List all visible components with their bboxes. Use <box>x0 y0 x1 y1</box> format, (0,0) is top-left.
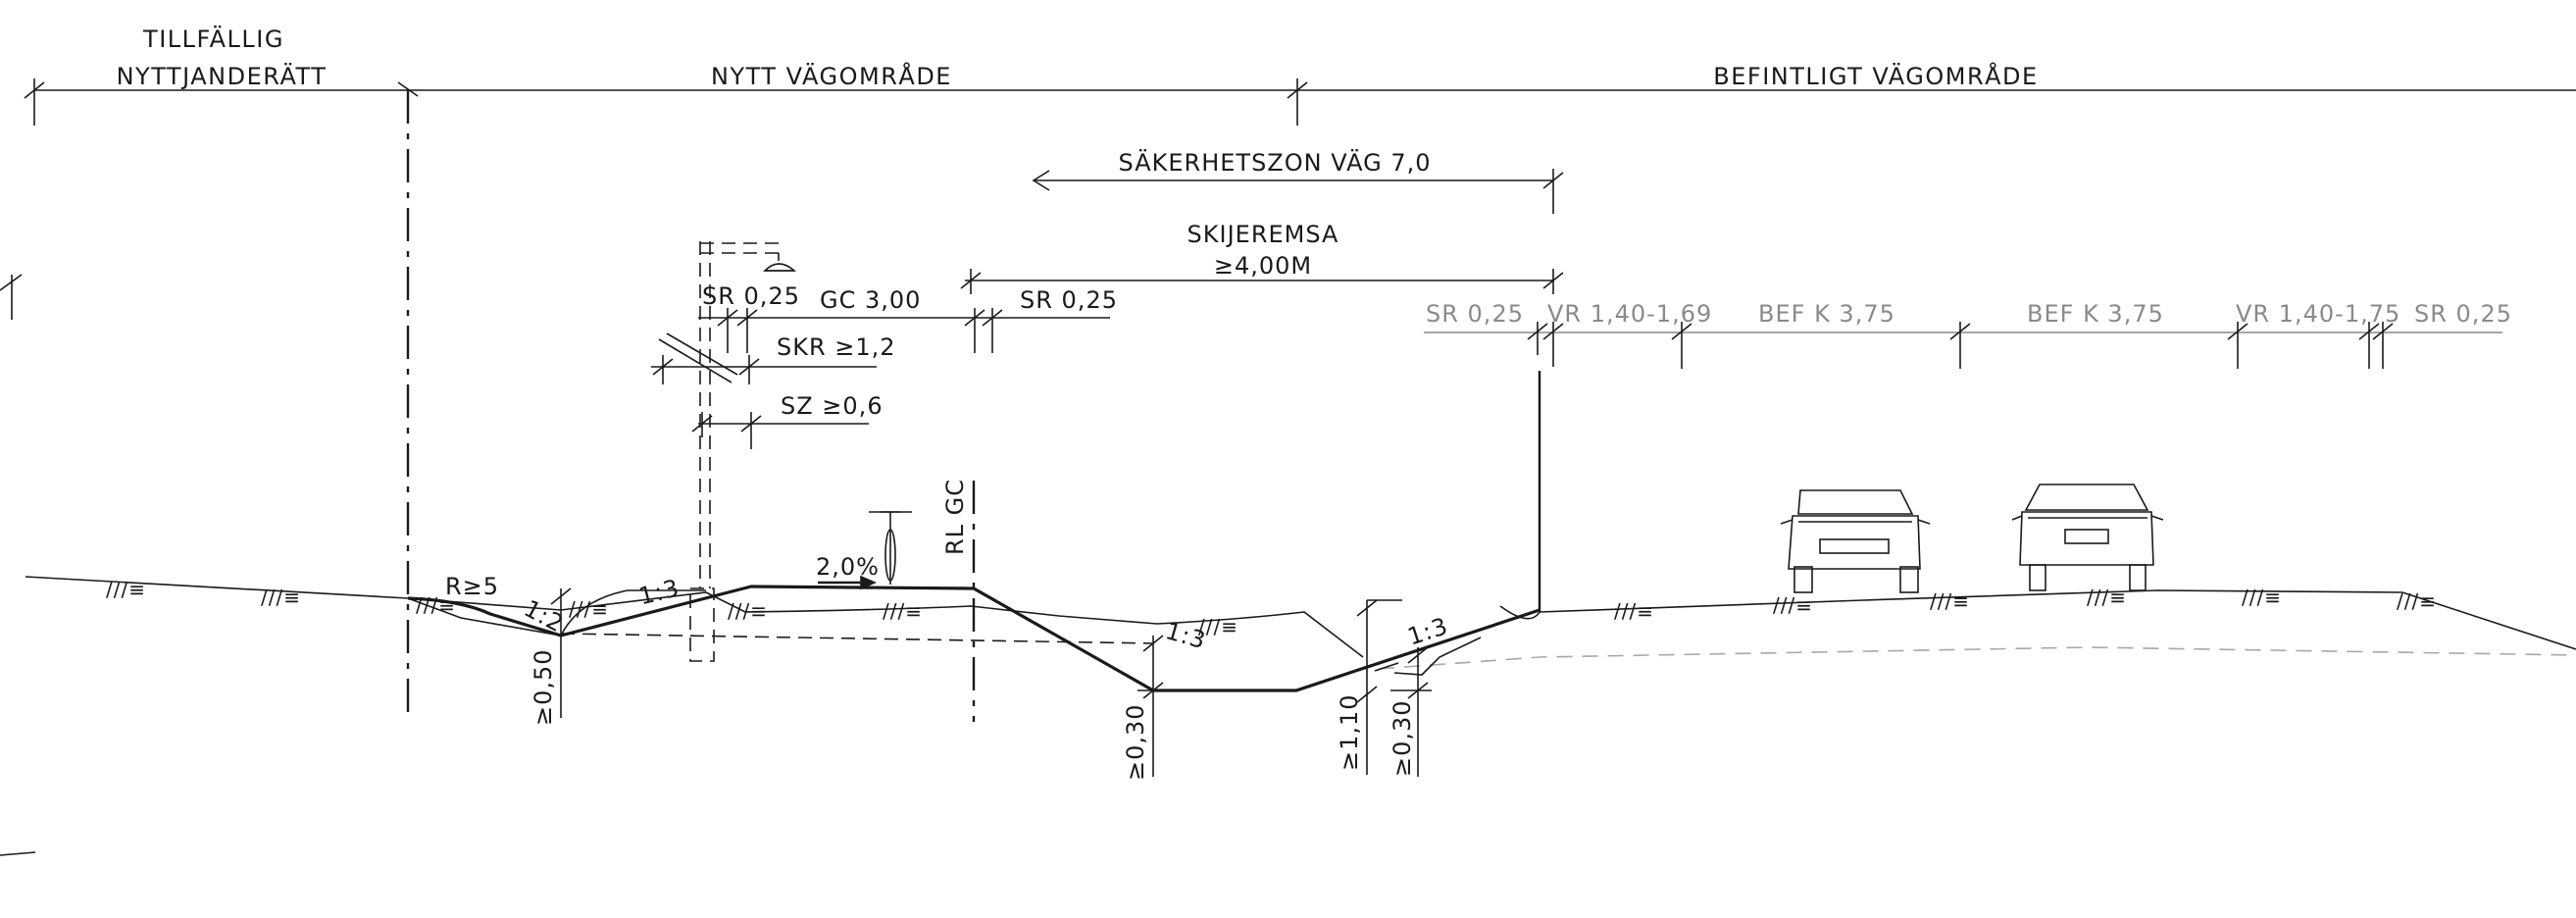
depth-dimension-050 <box>550 587 572 718</box>
zone-temporary-line1: TILLFÄLLIG <box>142 25 284 53</box>
zone-boundary-line <box>24 78 2576 126</box>
radius-label: R≥5 <box>445 573 499 600</box>
safety-zone-dimension <box>1032 169 1564 214</box>
ground-hatch-marks: ///≡ ///≡ ///≡ ///≡ ///≡ ///≡ ///≡ ///≡ … <box>106 578 2437 638</box>
gc-sr-right-label: SR 0,25 <box>1020 286 1118 314</box>
gc-dimension-chain <box>698 308 1110 353</box>
depth-dimension-030-a <box>1137 635 1190 777</box>
svg-text:///≡: ///≡ <box>728 599 768 623</box>
ditch-shapes <box>1374 637 1482 676</box>
svg-text:///≡: ///≡ <box>106 578 146 601</box>
existing-sr-right-label: SR 0,25 <box>2414 300 2512 328</box>
depth-030-b-label: ≥0,30 <box>1389 699 1416 777</box>
car-front-icon <box>1780 489 1931 593</box>
depth-dimension-110 <box>1356 599 1432 777</box>
crossfall-label: 2,0% <box>816 553 880 581</box>
existing-sr-left-label: SR 0,25 <box>1426 300 1524 328</box>
svg-text:///≡: ///≡ <box>2087 586 2127 609</box>
clear-strip-dimension <box>960 269 1564 294</box>
skr-label: SKR ≥1,2 <box>777 333 896 361</box>
slope-1-3-c-label: 1:3 <box>1404 612 1451 650</box>
car-rear-icon <box>2011 484 2164 591</box>
svg-text:///≡: ///≡ <box>2397 589 2437 613</box>
svg-text:///≡: ///≡ <box>416 593 456 617</box>
gc-width-label: GC 3,00 <box>820 286 921 314</box>
existing-lane1-label: BEF K 3,75 <box>1758 300 1895 328</box>
svg-text:///≡: ///≡ <box>1614 599 1654 623</box>
bicycle-icon <box>869 511 912 585</box>
svg-text:///≡: ///≡ <box>569 597 609 621</box>
zone-temporary-line2: NYTTJANDERÄTT <box>117 62 328 90</box>
margin-ticks <box>0 274 36 856</box>
svg-text:///≡: ///≡ <box>1198 615 1238 638</box>
reference-line-label: RL GC <box>941 479 969 555</box>
gc-sr-left-label: SR 0,25 <box>702 282 800 310</box>
crossfall-arrow <box>818 575 878 590</box>
safety-zone-label: SÄKERHETSZON VÄG 7,0 <box>1119 148 1432 177</box>
sz-label: SZ ≥0,6 <box>781 392 884 420</box>
existing-vr-left-label: VR 1,40-1,69 <box>1547 300 1712 328</box>
depth-110-label: ≥1,10 <box>1336 693 1363 771</box>
existing-vr-right-label: VR 1,40-1,75 <box>2236 300 2400 328</box>
zone-existing-road-area: BEFINTLIGT VÄGOMRÅDE <box>1713 62 2038 90</box>
svg-text:///≡: ///≡ <box>261 586 301 609</box>
street-lamp-icon <box>658 241 797 662</box>
ground-profile <box>25 576 2576 658</box>
clear-strip-label-line2: ≥4,00M <box>1214 252 1312 280</box>
svg-text:///≡: ///≡ <box>1773 593 1813 617</box>
clear-strip-label-line1: SKIJEREMSA <box>1187 221 1339 248</box>
skr-dimension <box>651 355 877 384</box>
sz-dimension <box>691 412 869 449</box>
existing-lane2-label: BEF K 3,75 <box>2027 300 2164 328</box>
existing-subgrade-dashed <box>1378 646 2576 670</box>
svg-text:///≡: ///≡ <box>2242 586 2282 609</box>
svg-text:///≡: ///≡ <box>1930 589 1970 613</box>
new-section-profile <box>407 585 1541 692</box>
depth-030-a-label: ≥0,30 <box>1122 703 1149 781</box>
subgrade-dashed-line <box>560 633 1154 644</box>
depth-050-label: ≥0,50 <box>530 648 557 726</box>
svg-text:///≡: ///≡ <box>883 599 923 623</box>
existing-lanes-dimension <box>1424 322 2502 369</box>
zone-new-road-area: NYTT VÄGOMRÅDE <box>711 62 952 90</box>
